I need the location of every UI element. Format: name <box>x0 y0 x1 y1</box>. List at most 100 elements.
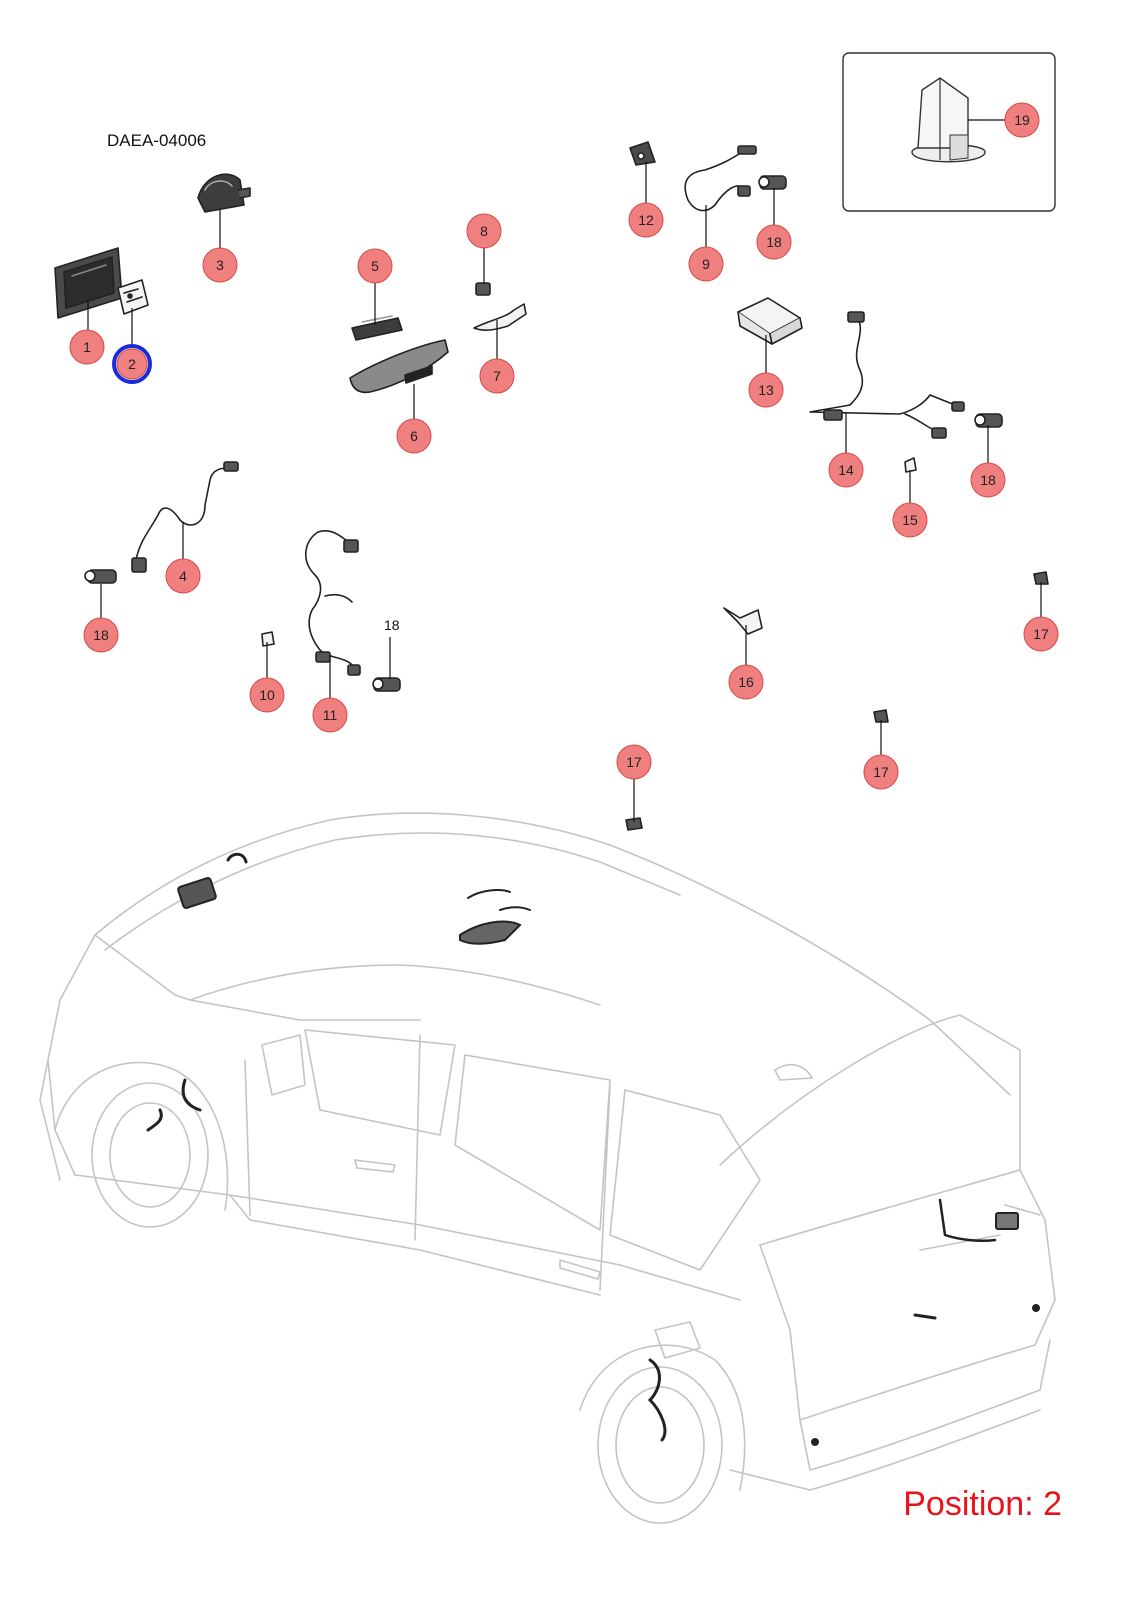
part-5-sensor-bracket <box>351 315 403 341</box>
callout-label: 12 <box>638 212 654 228</box>
selected-ring <box>112 344 152 384</box>
callout-c17c[interactable]: 17 <box>616 744 652 780</box>
callout-label: 19 <box>1014 112 1030 128</box>
callout-circle <box>202 247 238 283</box>
callout-circle <box>1004 102 1040 138</box>
callout-circle <box>748 372 784 408</box>
callout-label: 8 <box>480 223 488 239</box>
callout-c4[interactable]: 4 <box>165 558 201 594</box>
parts <box>54 141 1049 831</box>
callout-c16[interactable]: 16 <box>728 664 764 700</box>
callout-c5[interactable]: 5 <box>357 248 393 284</box>
part-18-middle-sensor <box>372 677 401 692</box>
callout-c10[interactable]: 10 <box>249 677 285 713</box>
callout-circle <box>892 502 928 538</box>
car-outline <box>39 812 1056 1524</box>
callout-label: 17 <box>873 764 889 780</box>
callout-c14[interactable]: 14 <box>828 452 864 488</box>
callout-label: 9 <box>702 256 710 272</box>
callout-c18b[interactable]: 18 <box>970 462 1006 498</box>
callout-circle <box>863 754 899 790</box>
callout-circle <box>688 246 724 282</box>
part-15-clip <box>904 457 917 473</box>
callout-c2[interactable]: 2 <box>112 344 152 384</box>
callout-label: 3 <box>216 257 224 273</box>
part-14-harness <box>809 311 965 439</box>
callout-c18c[interactable]: 18 <box>83 617 119 653</box>
callout-c6[interactable]: 6 <box>396 418 432 454</box>
callout-circle <box>466 213 502 249</box>
plain-callout-18: 18 <box>384 617 400 633</box>
callout-circle <box>83 617 119 653</box>
callout-c17b[interactable]: 17 <box>863 754 899 790</box>
callout-c1[interactable]: 1 <box>69 329 105 365</box>
callout-label: 14 <box>838 462 854 478</box>
callout-circle <box>249 677 285 713</box>
part-3-camera-unit <box>197 173 251 213</box>
callout-c8[interactable]: 8 <box>466 213 502 249</box>
callout-label: 18 <box>980 472 996 488</box>
callout-label: 15 <box>902 512 918 528</box>
part-13-control-unit <box>737 297 803 345</box>
installed-parts <box>146 852 1040 1446</box>
callout-c3[interactable]: 3 <box>202 247 238 283</box>
callout-label: 16 <box>738 674 754 690</box>
part-10-clip <box>261 631 275 647</box>
callout-label: 7 <box>493 368 501 384</box>
callout-circle <box>396 418 432 454</box>
part-9-harness <box>684 145 757 212</box>
callout-circle <box>165 558 201 594</box>
callout-c11[interactable]: 11 <box>312 697 348 733</box>
callout-label: 6 <box>410 428 418 444</box>
callout-c7[interactable]: 7 <box>479 358 515 394</box>
callout-circle <box>1023 616 1059 652</box>
part-18-right-sensor <box>974 413 1003 428</box>
callout-circle <box>756 224 792 260</box>
callout-circle <box>312 697 348 733</box>
callout-label: 18 <box>93 627 109 643</box>
part-6-cover <box>349 339 449 394</box>
callout-circle <box>728 664 764 700</box>
callout-circle <box>357 248 393 284</box>
part-16-bracket <box>723 607 763 635</box>
part-8-clip <box>475 282 491 296</box>
callout-c13[interactable]: 13 <box>748 372 784 408</box>
part-18-top-sensor <box>758 175 787 190</box>
position-label: Position: 2 <box>903 1485 1062 1523</box>
callout-label: 10 <box>259 687 275 703</box>
leader-lines <box>87 119 1042 822</box>
inset-box-19 <box>842 52 1056 212</box>
callout-circle <box>616 744 652 780</box>
part-2-bracket <box>117 279 149 315</box>
diagram-id: DAEA-04006 <box>107 131 207 150</box>
callout-c17a[interactable]: 17 <box>1023 616 1059 652</box>
callout-label: 1 <box>83 339 91 355</box>
part-11-harness <box>305 530 361 676</box>
part-7-wire <box>473 303 527 331</box>
part-4-harness <box>131 461 239 573</box>
callout-label: 4 <box>179 568 187 584</box>
callout-label: 5 <box>371 258 379 274</box>
callout-label: 2 <box>128 356 136 372</box>
callout-c19[interactable]: 19 <box>1004 102 1040 138</box>
part-12-sensor <box>629 141 656 166</box>
callout-circle <box>116 348 148 380</box>
callout-label: 18 <box>766 234 782 250</box>
callout-c12[interactable]: 12 <box>628 202 664 238</box>
callout-c9[interactable]: 9 <box>688 246 724 282</box>
callout-label: 13 <box>758 382 774 398</box>
callout-circle <box>828 452 864 488</box>
callout-c15[interactable]: 15 <box>892 502 928 538</box>
callout-c18a[interactable]: 18 <box>756 224 792 260</box>
callout-circle <box>69 329 105 365</box>
callout-circle <box>628 202 664 238</box>
part-17-clips <box>625 571 1049 831</box>
part-18-left-sensor <box>84 569 117 584</box>
callout-circle <box>970 462 1006 498</box>
callout-label: 11 <box>323 707 338 723</box>
callout-label: 17 <box>1033 626 1049 642</box>
callout-label: 17 <box>626 754 642 770</box>
